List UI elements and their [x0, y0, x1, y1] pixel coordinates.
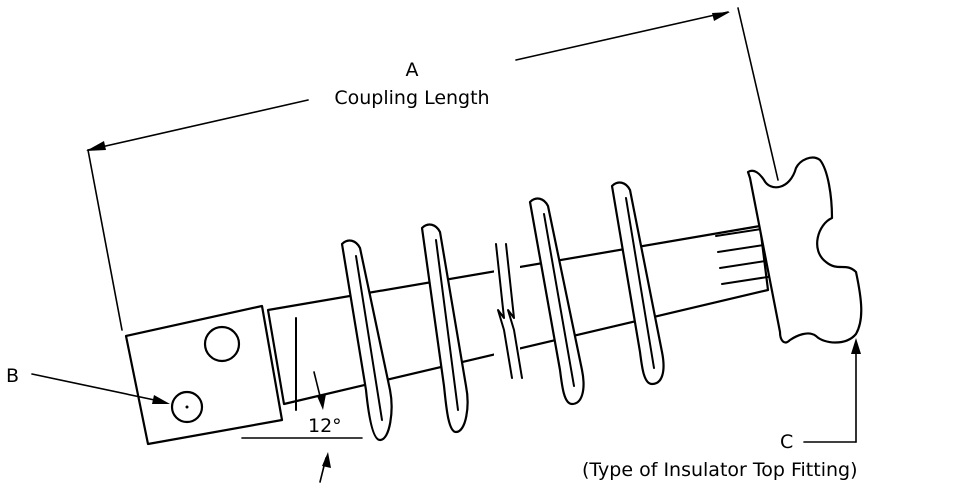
- label-coupling-length: Coupling Length: [334, 87, 489, 109]
- dimension-line-left: [87, 99, 309, 151]
- dimension-a: A Coupling Length: [86, 7, 779, 331]
- clevis-fitting: [124, 304, 284, 446]
- clevis-body: [124, 304, 284, 446]
- top-fitting-body: [746, 156, 863, 344]
- arrowhead-left: [86, 141, 106, 151]
- top-fitting: [746, 156, 863, 344]
- shed-2: [420, 223, 469, 434]
- label-c: C: [780, 431, 793, 453]
- label-angle: 12°: [308, 415, 342, 437]
- shed-1: [340, 239, 393, 442]
- callout-b: B: [6, 365, 170, 404]
- extension-line-right: [737, 7, 779, 181]
- extension-line-left: [87, 149, 123, 331]
- clevis-hole-upper: [203, 325, 241, 363]
- angle-annotation: 12°: [241, 371, 363, 483]
- dimension-line-right: [515, 11, 729, 61]
- break-symbol: [494, 240, 523, 380]
- shed-3: [528, 197, 585, 406]
- callout-c: C (Type of Insulator Top Fitting): [582, 338, 861, 481]
- label-b: B: [6, 365, 19, 387]
- label-a: A: [406, 59, 419, 81]
- shed-4: [610, 181, 665, 386]
- arrowhead-right: [712, 12, 730, 21]
- label-top-fitting-type: (Type of Insulator Top Fitting): [582, 459, 858, 481]
